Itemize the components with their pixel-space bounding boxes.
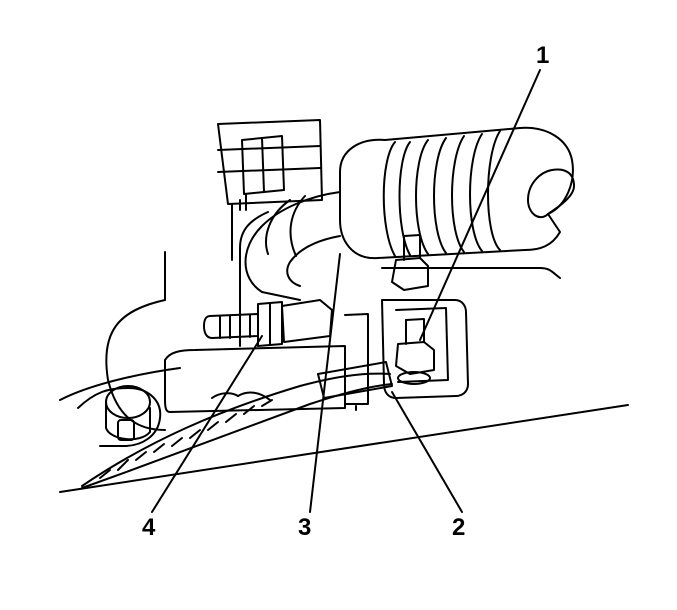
hose-bend [244,191,341,301]
wire-harness [81,361,393,489]
leader-lines [151,69,541,513]
callout-label-1: 1 [536,42,550,69]
left-fitting [203,299,333,347]
callout-label-2: 2 [452,514,466,541]
upper-connector [217,119,323,261]
left-mount-panel [77,299,166,447]
right-bracket [344,234,469,411]
body-panel-lines [59,251,629,493]
callout-label-3: 3 [298,514,312,541]
callout-label-4: 4 [142,514,156,541]
corrugated-hose [339,126,575,260]
bracket-plate [164,199,346,413]
